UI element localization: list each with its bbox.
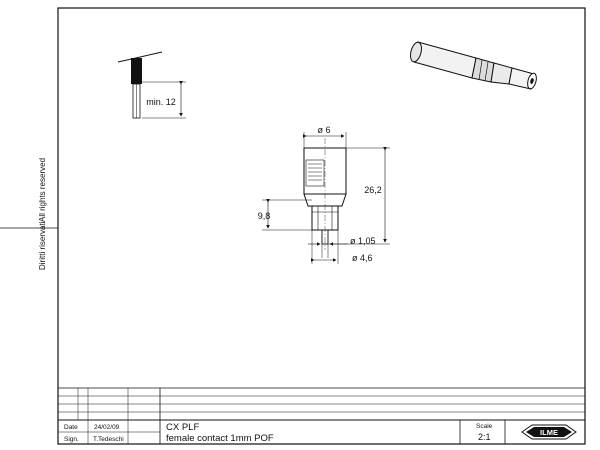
date-value: 24/02/09 (94, 424, 120, 431)
cable-detail: min. 12 (117, 51, 186, 119)
date-label: Date (64, 424, 78, 431)
part-code: CX PLF (166, 422, 199, 433)
callout-total-length: 26,2 (364, 185, 382, 195)
part-description: female contact 1mm POF (166, 433, 274, 444)
callout-dia-bottom: ø 4,6 (352, 253, 373, 263)
callout-pin-length: 9,8 (258, 211, 271, 221)
dimension-pin-length: 9,8 (258, 199, 312, 231)
contact-front-view (303, 138, 347, 250)
logo-text: ILME (540, 428, 558, 437)
dimension-dia-pin: ø 1,05 (308, 236, 376, 258)
contact-3d-view (410, 41, 537, 90)
ilme-logo: ILME (521, 424, 577, 440)
scale-label: Scale (476, 423, 493, 430)
dimension-dia-top: ø 6 (303, 125, 347, 148)
sign-value: T.Tedeschi (93, 436, 124, 443)
drawing-frame (57, 7, 586, 445)
callout-dia-pin: ø 1,05 (350, 236, 376, 246)
callout-cable-min: min. 12 (146, 97, 176, 107)
callout-dia-top: ø 6 (317, 125, 330, 135)
dimension-dia-bottom: ø 4,6 (311, 230, 373, 264)
title-block (58, 387, 585, 444)
scale-value: 2:1 (478, 432, 491, 442)
sign-label: Sign. (64, 436, 79, 443)
